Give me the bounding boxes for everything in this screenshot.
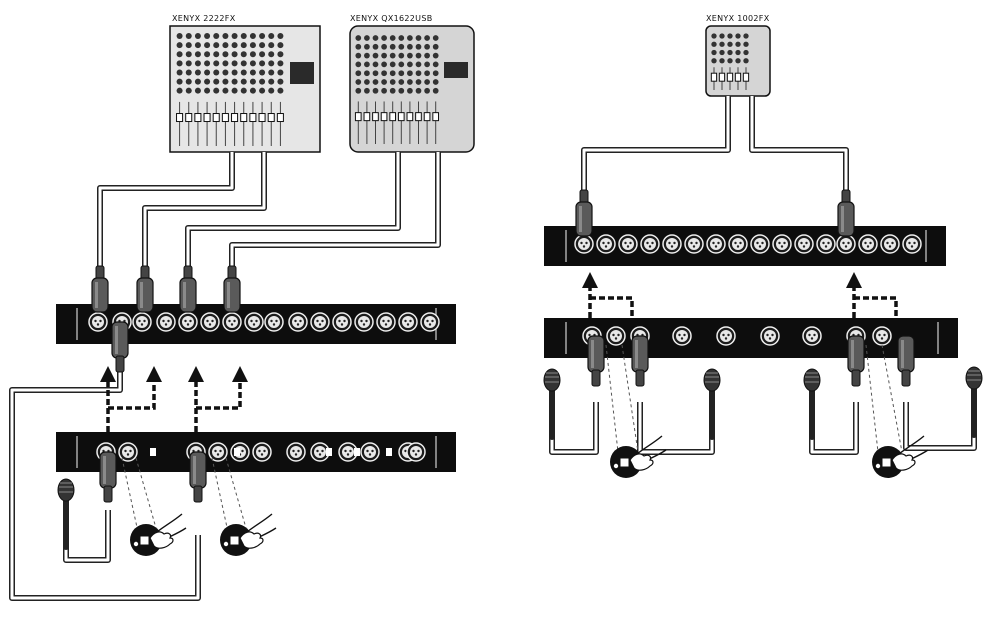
- xlr-connector-icon: [596, 234, 616, 254]
- xlr-connector-icon: [902, 234, 922, 254]
- xlr-connector-icon: [354, 312, 374, 332]
- xlr-plug: [631, 335, 649, 387]
- xlr-connector-icon: [802, 326, 822, 346]
- xlr-plug: [179, 265, 197, 313]
- xlr-connector-icon: [858, 234, 878, 254]
- xlr-connector-icon: [816, 234, 836, 254]
- arrow-heads: [100, 272, 862, 382]
- xlr-connector-icon: [672, 326, 692, 346]
- ground-lift-switch-icon: [234, 448, 240, 456]
- xlr-connector-icon: [244, 312, 264, 332]
- xlr-connector-icon: [772, 234, 792, 254]
- microphone-icon: [703, 368, 721, 441]
- xlr-connector-icon: [376, 312, 396, 332]
- mixer-xenyx-qx1622usb: [349, 25, 475, 153]
- xlr-plug: [99, 451, 117, 503]
- mixer-xenyx-2222fx: [169, 25, 321, 153]
- xlr-connector-icon: [760, 326, 780, 346]
- microphone-icon: [543, 368, 561, 441]
- xlr-connector-icon: [310, 312, 330, 332]
- rack-output-right: [544, 226, 946, 266]
- xlr-connector-icon: [156, 312, 176, 332]
- xlr-connector-icon: [706, 234, 726, 254]
- xlr-connector-icon: [264, 312, 284, 332]
- xlr-connector-icon: [640, 234, 660, 254]
- xlr-connector-icon: [398, 312, 418, 332]
- microphone-icon: [803, 368, 821, 441]
- xlr-plug: [189, 451, 207, 503]
- mixer-label-xenyx-1002fx: XENYX 1002FX: [706, 14, 770, 23]
- xlr-connector-icon: [618, 234, 638, 254]
- xlr-connector-icon: [606, 326, 626, 346]
- ground-lift-switch-icon: [326, 448, 332, 456]
- xlr-connector-icon: [222, 312, 242, 332]
- xlr-connector-icon: [872, 326, 892, 346]
- microphone-icon: [57, 478, 75, 551]
- mixer-xenyx-1002fx: [705, 25, 771, 97]
- ground-lift-switch-icon: [386, 448, 392, 456]
- xlr-connector-icon: [178, 312, 198, 332]
- signal-arrows: [106, 286, 898, 432]
- xlr-plug: [91, 265, 109, 313]
- xlr-plug: [897, 335, 915, 387]
- xlr-connector-icon: [252, 442, 272, 462]
- xlr-connector-icon: [728, 234, 748, 254]
- ground-lift-switch-icon: [150, 448, 156, 456]
- cables: [9, 96, 977, 601]
- xlr-plug: [847, 335, 865, 387]
- ground-lift-switch-icon: [354, 448, 360, 456]
- xlr-connector-icon: [662, 234, 682, 254]
- xlr-connector-icon: [286, 442, 306, 462]
- microphone-icon: [965, 366, 983, 439]
- xlr-plug: [223, 265, 241, 313]
- xlr-connector-icon: [420, 312, 440, 332]
- rack-input-right: [544, 318, 958, 358]
- xlr-plug: [111, 321, 129, 373]
- xlr-connector-icon: [684, 234, 704, 254]
- ground-lift-callouts: [121, 344, 929, 557]
- xlr-connector-icon: [132, 312, 152, 332]
- xlr-plug: [575, 189, 593, 237]
- xlr-connector-icon: [574, 234, 594, 254]
- xlr-connector-icon: [794, 234, 814, 254]
- mixer-label-xenyx-qx1622usb: XENYX QX1622USB: [350, 14, 433, 23]
- xlr-connector-icon: [836, 234, 856, 254]
- xlr-connector-icon: [750, 234, 770, 254]
- xlr-connector-icon: [716, 326, 736, 346]
- xlr-connector-icon: [406, 442, 426, 462]
- pointing-hand-icon: [219, 513, 277, 557]
- xlr-connector-icon: [360, 442, 380, 462]
- xlr-connector-icon: [88, 312, 108, 332]
- xlr-connector-icon: [880, 234, 900, 254]
- xlr-plug: [837, 189, 855, 237]
- xlr-plug: [587, 335, 605, 387]
- xlr-connector-icon: [288, 312, 308, 332]
- xlr-connector-icon: [332, 312, 352, 332]
- mixer-label-xenyx-2222fx: XENYX 2222FX: [172, 14, 236, 23]
- xlr-plug: [136, 265, 154, 313]
- xlr-connector-icon: [200, 312, 220, 332]
- rack-input-left: [56, 432, 456, 472]
- pointing-hand-icon: [129, 513, 187, 557]
